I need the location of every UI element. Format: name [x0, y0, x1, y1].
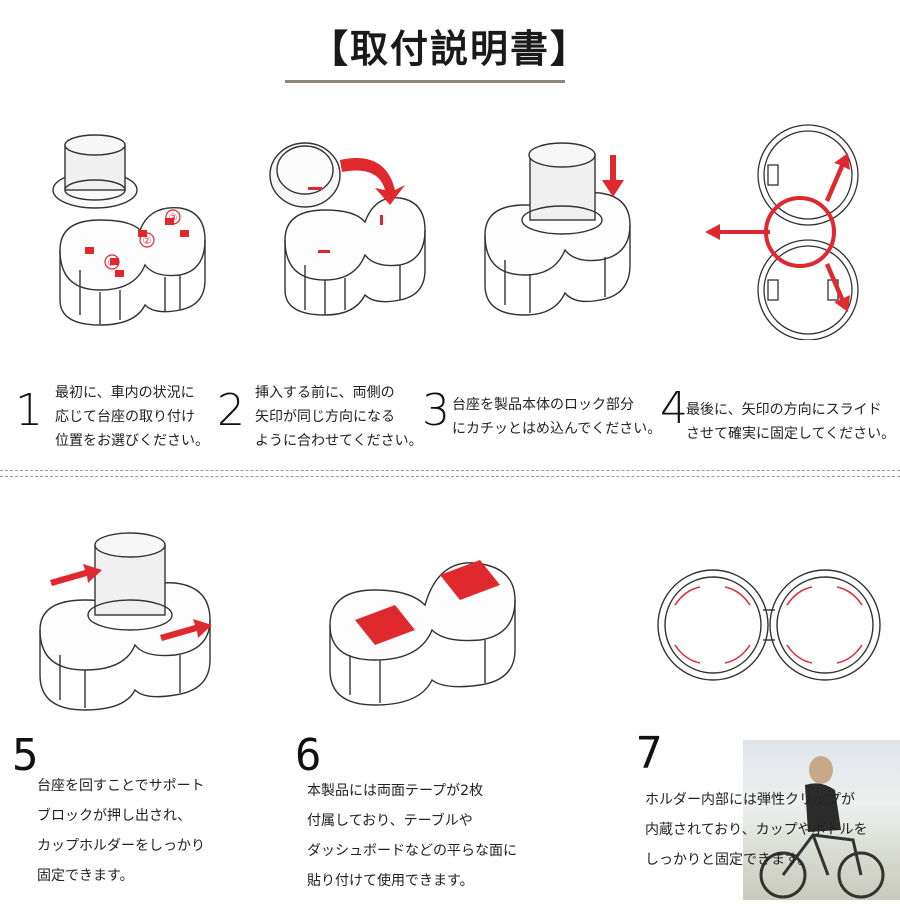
step-7-text: ホルダー内部には弾性クリップが 内蔵されており、カップやボトルを しっかりと固定…	[645, 785, 868, 875]
double-sided-tape-icon	[355, 560, 500, 645]
marker-1: ①	[108, 258, 117, 269]
figure-step-5	[39, 532, 212, 711]
step-7-line: しっかりと固定できます。	[645, 852, 812, 868]
step-number-4: 4	[660, 383, 688, 434]
step-6-line: 付属しており、テーブルや	[307, 813, 473, 829]
step-6-line: 本製品には両面テープが2枚	[307, 783, 484, 799]
marker-3: ③	[169, 213, 178, 224]
figure-step-3	[484, 142, 631, 316]
down-arrow-icon	[602, 155, 624, 197]
step-1-line: 最初に、車内の状況に	[55, 385, 195, 401]
step-7-line: ホルダー内部には弾性クリップが	[645, 792, 855, 808]
elastic-clip-icon	[674, 586, 863, 664]
step-number-7: 7	[636, 728, 663, 779]
step-1-text: 最初に、車内の状況に 応じて台座の取り付け 位置をお選びください。	[55, 381, 209, 453]
divider	[0, 470, 900, 471]
step-3-line: 台座を製品本体のロック部分	[452, 397, 634, 413]
rotate-arrow-icon	[340, 158, 405, 205]
step-3-text: 台座を製品本体のロック部分 にカチッとはめ込んでください。	[452, 393, 661, 441]
step-4-line: 最後に、矢印の方向にスライド	[686, 402, 882, 418]
title-underline	[285, 80, 565, 83]
figure-step-1: ① ② ③	[52, 134, 206, 326]
figure-step-6	[329, 560, 516, 706]
step-6-line: ダッシュボードなどの平らな面に	[307, 843, 517, 859]
step-number-6: 6	[295, 730, 322, 781]
step-number-2: 2	[217, 385, 245, 436]
figure-step-7	[657, 569, 881, 681]
figure-step-2	[269, 142, 426, 316]
divider	[0, 476, 900, 477]
step-5-line: カップホルダーをしっかり	[37, 838, 205, 854]
step-2-line: ように合わせてください。	[255, 433, 423, 449]
figure-step-4	[705, 124, 859, 340]
step-6-text: 本製品には両面テープが2枚 付属しており、テーブルや ダッシュボードなどの平らな…	[307, 776, 517, 896]
step-5-line: 固定できます。	[37, 868, 134, 884]
step-1-line: 応じて台座の取り付け	[55, 409, 195, 425]
step-number-5: 5	[12, 730, 39, 781]
marker-2: ②	[143, 236, 152, 247]
step-number-1: 1	[15, 385, 43, 436]
step-number-3: 3	[422, 385, 450, 436]
page-title: 【取付説明書】	[309, 27, 590, 71]
push-arrow-icon	[50, 564, 212, 641]
rotation-ring-icon	[764, 196, 836, 268]
step-6-line: 貼り付けて使用できます。	[307, 873, 474, 889]
step-3-line: にカチッとはめ込んでください。	[452, 421, 662, 437]
step-4-text: 最後に、矢印の方向にスライド させて確実に固定してください。	[686, 398, 895, 446]
step-5-text: 台座を回すことでサポート ブロックが押し出され、 カップホルダーをしっかり 固定…	[37, 771, 205, 891]
step-2-line: 挿入する前に、両側の	[255, 385, 395, 401]
slide-arrows-icon	[705, 153, 850, 312]
step-2-text: 挿入する前に、両側の 矢印が同じ方向になる ように合わせてください。	[255, 381, 423, 453]
step-5-line: ブロックが押し出され、	[37, 808, 192, 824]
step-2-line: 矢印が同じ方向になる	[255, 409, 395, 425]
step-4-line: させて確実に固定してください。	[686, 426, 896, 442]
step-1-line: 位置をお選びください。	[55, 433, 209, 449]
photo-cyclist	[743, 740, 900, 900]
step-5-line: 台座を回すことでサポート	[37, 778, 205, 794]
step-7-line: 内蔵されており、カップやボトルを	[645, 822, 868, 838]
red-marker-icon	[85, 218, 189, 277]
